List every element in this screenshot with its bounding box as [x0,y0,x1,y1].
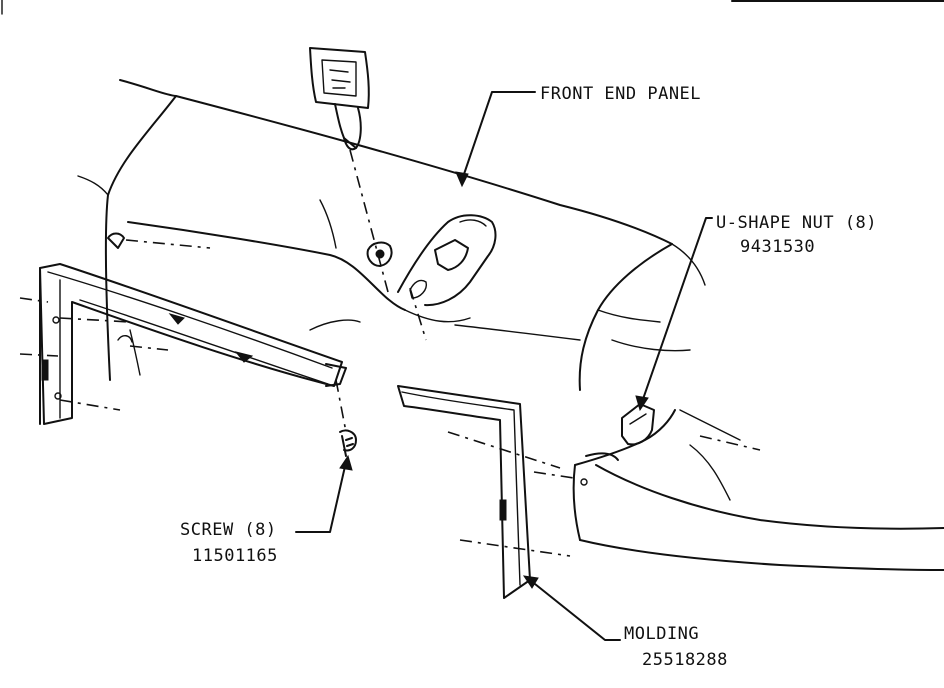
u-shape-nut-part-number: 9431530 [740,237,816,257]
page-edge-marks [1,0,944,15]
front-end-panel-label: FRONT END PANEL [540,84,702,104]
installation-centerlines [19,149,761,557]
u-shape-nut-label: U-SHAPE NUT (8) [716,213,878,233]
front-end-panel-drawing [77,79,944,571]
molding-label: MOLDING [624,624,700,644]
screw-part-number: 11501165 [192,546,278,566]
molding-part-number: 25518288 [642,650,728,670]
screw-label: SCREW (8) [180,520,277,540]
center-bracket-drawing [397,214,497,307]
leader-lines [295,91,713,641]
left-fasteners-drawing [107,232,133,343]
screw-icon [339,429,357,457]
right-end-drawing [572,403,676,541]
tag-plate-drawing [309,47,370,151]
upper-molding-drawing [39,263,347,425]
lower-molding-drawing [397,385,531,599]
